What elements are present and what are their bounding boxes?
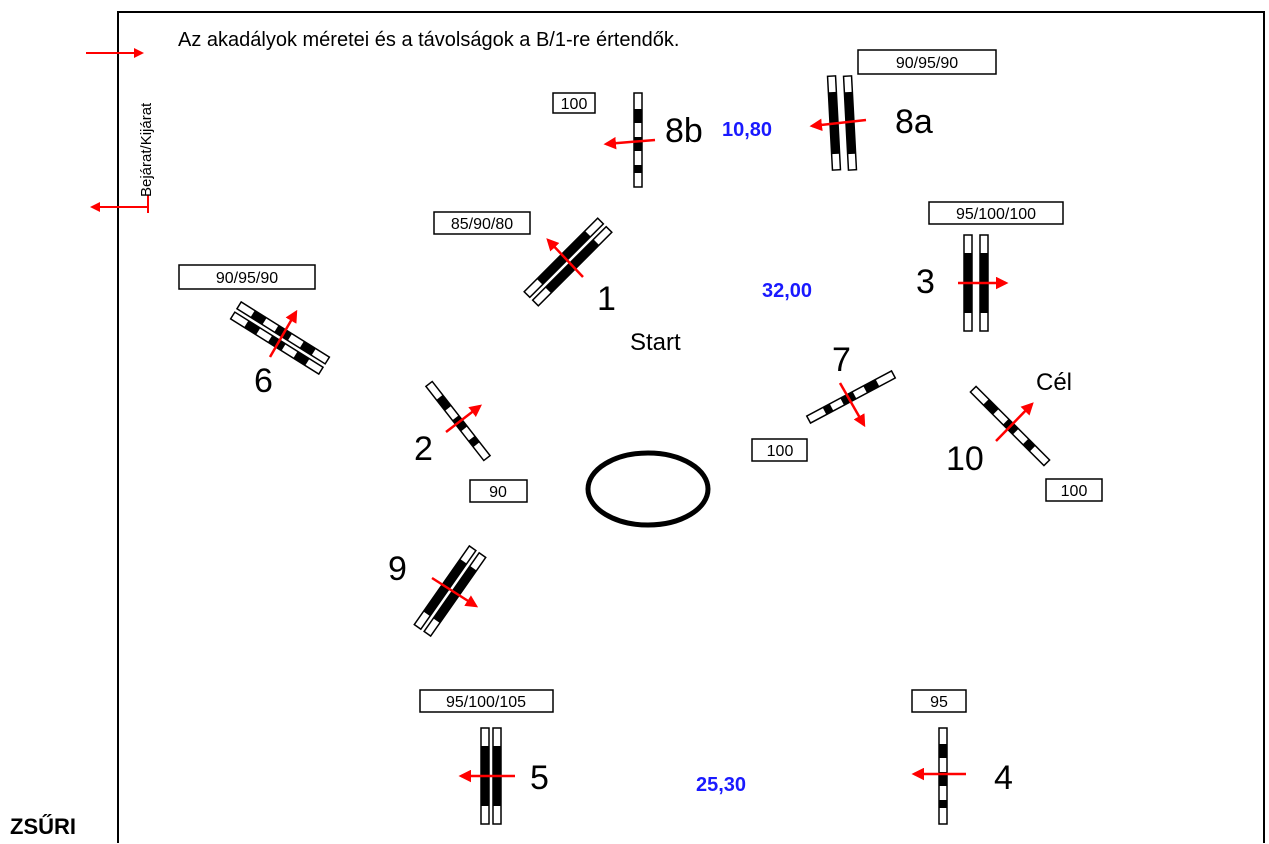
entrance-exit-marker: Bejárat/Kijárat [86,48,155,213]
height-box: 100 [751,438,808,462]
svg-text:95/100/105: 95/100/105 [446,694,526,711]
height-box: 90 [469,479,528,503]
svg-text:95/100/100: 95/100/100 [956,206,1036,223]
direction-arrow [445,404,482,433]
direction-arrow [995,402,1034,442]
height-box: 95/100/105 [419,689,554,713]
obstacle-1: 1 85/90/80 [433,211,616,318]
direction-arrow [838,382,866,428]
jury-label: ZSŰRI [10,814,76,839]
height-box: 90/95/90 [857,49,997,75]
distance-label: 32,00 [762,280,812,302]
svg-text:90/95/90: 90/95/90 [216,270,278,287]
svg-text:95: 95 [930,694,948,711]
obstacle-number: 1 [597,280,616,318]
obstacle-number: 9 [388,550,407,588]
direction-arrow [431,576,479,608]
direction-arrow [546,238,584,278]
obstacle-number: 8a [895,103,933,141]
obstacle-number: 6 [254,362,273,400]
obstacle-6: 6 90/95/90 [178,264,331,400]
svg-text:90: 90 [489,484,507,501]
direction-arrow [268,309,298,358]
svg-text:100: 100 [561,96,588,113]
height-box: 100 [552,92,596,114]
obstacle-9: 9 [388,544,487,638]
obstacle-number: 4 [994,759,1013,797]
obstacle-number: 5 [530,759,549,797]
obstacle-4: 4 95 [911,689,1013,825]
obstacle-8a: 8a 90/95/90 [809,49,997,171]
obstacle-8b: 8b 100 [552,92,703,188]
obstacle-10: 10 100 [946,385,1103,502]
obstacle-2: 2 90 [414,380,528,503]
obstacle-7: 7 100 [751,341,897,462]
distance-label: 25,30 [696,774,746,796]
finish-label: Cél [1036,369,1072,396]
svg-text:85/90/80: 85/90/80 [451,216,513,233]
obstacle-5: 5 95/100/105 [419,689,554,825]
entrance-label: Bejárat/Kijárat [138,102,155,197]
obstacle-number: 10 [946,440,984,478]
arena-border [117,11,1265,843]
obstacle-number: 8b [665,112,703,150]
direction-arrow [603,136,656,150]
height-box: 95/100/100 [928,201,1064,225]
svg-text:90/95/90: 90/95/90 [896,55,958,72]
circle-marker [585,450,711,528]
obstacle-number: 3 [916,263,935,301]
start-label: Start [630,329,681,356]
direction-arrow [809,118,867,132]
svg-text:100: 100 [767,443,794,460]
distance-label: 10,80 [722,119,772,141]
obstacle-number: 7 [832,341,851,379]
obstacle-3: 3 95/100/100 [916,201,1064,332]
svg-text:100: 100 [1061,483,1088,500]
header-note: Az akadályok méretei és a távolságok a B… [178,29,679,51]
height-box: 100 [1045,478,1103,502]
height-box: 90/95/90 [178,264,316,290]
height-box: 85/90/80 [433,211,531,235]
height-box: 95 [911,689,967,713]
obstacle-number: 2 [414,430,433,468]
